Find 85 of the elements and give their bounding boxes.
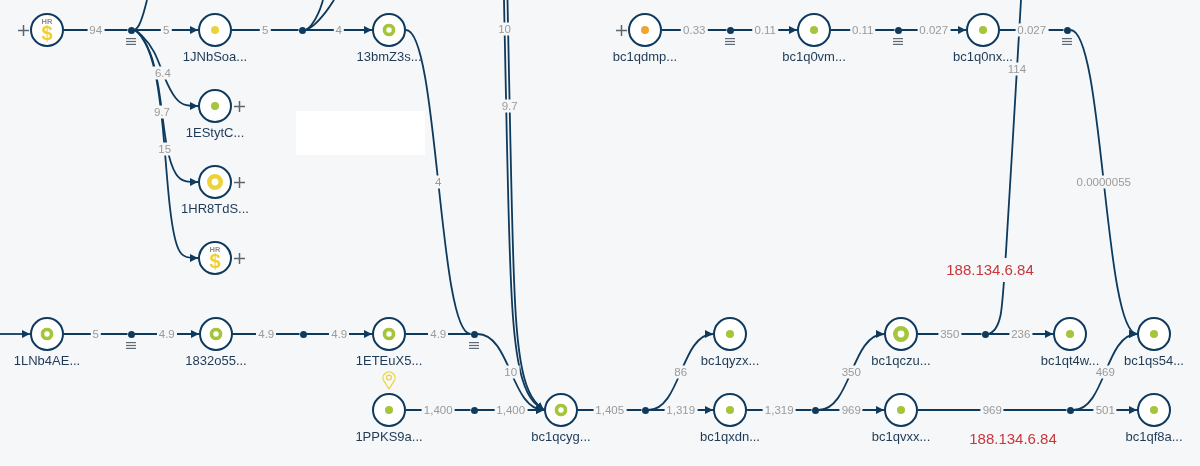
- address-label: bc1qf8a...: [1125, 429, 1183, 444]
- dollar-sign: $: [41, 23, 53, 43]
- edge-label: 1,319: [664, 403, 698, 417]
- address-label: bc1qcyg...: [531, 429, 591, 444]
- address-label: 1ETEuX5...: [355, 353, 423, 368]
- dollar-sign: $: [209, 251, 221, 271]
- edge-label: 236: [1009, 327, 1033, 341]
- edge-label: 5: [161, 23, 172, 37]
- address-label: bc1q0nx...: [953, 49, 1013, 64]
- transaction-dot: [1063, 26, 1071, 34]
- edge-label: 5: [260, 23, 271, 37]
- address-label: bc1qs54...: [1124, 353, 1184, 368]
- edge-label: 4.9: [428, 327, 449, 341]
- address-label: 1PPKS9a...: [355, 429, 423, 444]
- transaction-dot: [298, 26, 306, 34]
- transaction-dot: [981, 330, 989, 338]
- edge-label: 1,319: [762, 403, 796, 417]
- edge-label: 969: [980, 403, 1004, 417]
- edge-label: 0.0000055: [1074, 175, 1133, 189]
- edge-label: 4.9: [256, 327, 277, 341]
- connector-line: [304, 0, 335, 31]
- transaction-dot: [641, 406, 649, 414]
- address-label: bc1qt4w...: [1040, 353, 1100, 368]
- entity-node: [198, 241, 232, 275]
- address-label: 1HR8TdS...: [181, 201, 249, 216]
- transaction-dot: [726, 26, 734, 34]
- edge-label: 0.11: [752, 23, 778, 37]
- edge-label: 1,405: [593, 403, 627, 417]
- address-label: 13bmZ3s...: [356, 49, 422, 64]
- edge-label: 0.027: [1015, 23, 1049, 37]
- edge-label: 0.027: [917, 23, 951, 37]
- transaction-dot: [127, 330, 135, 338]
- arrow: [133, 29, 199, 262]
- edge-label: 86: [672, 365, 690, 379]
- edge-label: 114: [1005, 62, 1029, 76]
- connector-line: [917, 409, 1068, 411]
- edge-label: 1,400: [494, 403, 528, 417]
- connector-line: [63, 29, 129, 31]
- transaction-dot: [470, 406, 478, 414]
- connector-line: [304, 0, 324, 31]
- edge-label: 0.33: [681, 23, 708, 37]
- connector-line: [133, 0, 148, 31]
- address-label: bc1q0vm...: [782, 49, 846, 64]
- arrow: [1069, 29, 1138, 335]
- address-label: bc1qxdn...: [700, 429, 760, 444]
- connector-line: [987, 0, 1022, 335]
- edge-label: 9.7: [499, 99, 520, 113]
- address-label: bc1qvxx...: [871, 429, 931, 444]
- connector-line: [63, 333, 129, 335]
- edge-label: 1,400: [421, 403, 455, 417]
- edge-label: 5: [90, 327, 101, 341]
- arrow: [304, 26, 373, 34]
- address-label: bc1qdmp...: [612, 49, 678, 64]
- transaction-dot: [811, 406, 819, 414]
- edge-label: 4.9: [156, 327, 177, 341]
- arrow: [0, 330, 31, 338]
- transaction-dot: [1066, 406, 1074, 414]
- edge-label: 10: [496, 22, 513, 36]
- address-label: 1832o55...: [185, 353, 247, 368]
- edge-label: 94: [87, 23, 105, 37]
- edge-label: 4.9: [329, 327, 350, 341]
- edge-label: 4: [333, 23, 344, 37]
- edge-label: 350: [938, 327, 962, 341]
- address-label: 1JNbSoa...: [182, 49, 248, 64]
- edge-label: 9.7: [151, 105, 172, 119]
- edge-label: 4: [433, 175, 444, 189]
- connector-line: [231, 29, 300, 31]
- edge-label: 10: [502, 365, 520, 379]
- transaction-dot: [470, 330, 478, 338]
- edge-label: 501: [1093, 403, 1117, 417]
- edge-label: 969: [839, 403, 863, 417]
- address-label: bc1qyzx...: [700, 353, 760, 368]
- edge-label: 469: [1093, 365, 1117, 379]
- address-label: 1EStytC...: [185, 125, 245, 140]
- ip-address-label: 188.134.6.84: [944, 258, 1036, 282]
- edge-label: 0.11: [850, 23, 876, 37]
- entity-node: [30, 13, 64, 47]
- address-label: bc1qczu...: [871, 353, 931, 368]
- edge-label: 15: [156, 142, 174, 156]
- transaction-dot: [894, 26, 902, 34]
- transaction-dot: [127, 26, 135, 34]
- transaction-dot: [299, 330, 307, 338]
- edge-label: 350: [839, 365, 863, 379]
- edge-label: 6.4: [152, 66, 173, 80]
- address-label: 1LNb4AE...: [13, 353, 81, 368]
